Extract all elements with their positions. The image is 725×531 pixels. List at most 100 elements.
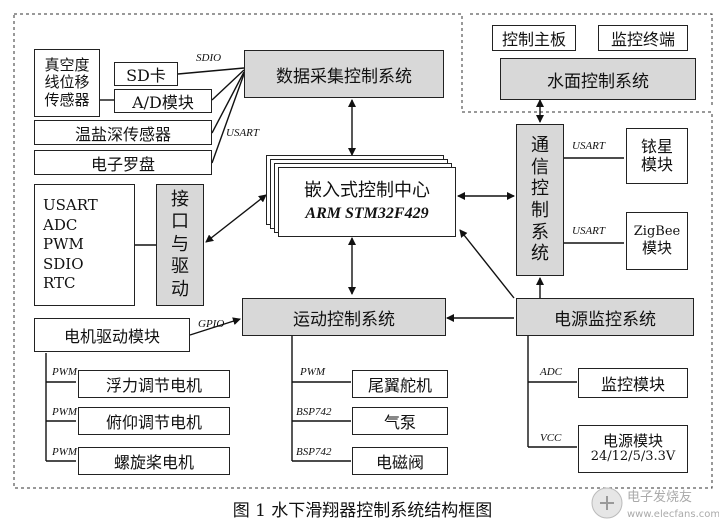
comm-char-6: 统 <box>531 243 549 265</box>
link-motor-branches <box>45 353 76 462</box>
thermo-sensor-block: 温盐深传感器 <box>34 120 212 145</box>
label-pwm-3: PWM <box>52 446 78 458</box>
interface-item-rtc: RTC <box>43 274 76 293</box>
interface-item-pwm: PWM <box>43 235 84 254</box>
data-acquisition-block: 数据采集控制系统 <box>244 50 444 98</box>
air-pump-block: 气泵 <box>352 407 448 435</box>
link-sdcard <box>177 67 245 75</box>
zigbee-module-block: ZigBee 模块 <box>626 212 688 270</box>
comm-char-2: 信 <box>531 156 549 178</box>
comm-control-block: 通 信 控 制 系 统 <box>516 124 564 276</box>
iridium-line-1: 铱星 <box>640 136 673 156</box>
motor-drive-block: 电机驱动模块 <box>34 318 190 352</box>
ad-module-block: A/D模块 <box>114 89 212 113</box>
power-monitor-block: 电源监控系统 <box>516 298 694 336</box>
buoyancy-motor-label: 浮力调节电机 <box>105 376 202 395</box>
iridium-module-block: 铱星 模块 <box>626 128 688 184</box>
zigbee-line-2: 模块 <box>641 238 672 257</box>
surface-control-label: 水面控制系统 <box>547 71 649 92</box>
pressure-sensor-line-2: 线位移 <box>44 73 90 92</box>
embedded-core-title: 嵌入式控制中心 <box>304 179 430 201</box>
control-board-block: 控制主板 <box>492 25 576 51</box>
propeller-motor-label: 螺旋桨电机 <box>113 453 194 472</box>
power-monitor-label: 电源监控系统 <box>554 309 656 330</box>
control-board-label: 控制主板 <box>501 30 566 49</box>
comm-char-4: 制 <box>531 200 549 221</box>
embedded-core-subtitle: ARM STM32F429 <box>305 204 429 222</box>
interface-item-adc: ADC <box>43 215 78 234</box>
label-sdio: SDIO <box>196 52 222 64</box>
label-gpio: GPIO <box>198 318 225 330</box>
interface-list-block: USART ADC PWM SDIO RTC <box>34 184 135 306</box>
watermark-logo-text: 电子发烧友 <box>627 489 692 505</box>
power-module-title: 电源模块 <box>602 431 663 450</box>
svg-text:www.elecfans.com: www.elecfans.com <box>627 509 719 520</box>
monitor-terminal-block: 监控终端 <box>598 25 688 51</box>
label-bsp-1: BSP742 <box>296 406 332 418</box>
ad-module-label: A/D模块 <box>132 93 194 112</box>
tail-rudder-label: 尾翼舵机 <box>367 376 432 395</box>
link-thermo <box>211 71 245 134</box>
sd-card-block: SD卡 <box>114 62 178 86</box>
label-adc: ADC <box>540 366 562 378</box>
comm-char-5: 系 <box>531 221 549 243</box>
interface-drive-char-2: 口 <box>171 211 189 233</box>
arrow-power-core <box>459 229 515 299</box>
dashed-boundary-surface <box>470 13 713 105</box>
surface-control-block: 水面控制系统 <box>500 58 696 100</box>
compass-label: 电子罗盘 <box>90 154 155 174</box>
thermo-sensor-label: 温盐深传感器 <box>74 124 171 144</box>
motion-control-label: 运动控制系统 <box>293 309 395 330</box>
comm-char-3: 控 <box>531 178 549 200</box>
link-comm-right <box>564 157 624 244</box>
motion-control-block: 运动控制系统 <box>242 298 446 336</box>
solenoid-label: 电磁阀 <box>375 453 424 472</box>
interface-drive-char-4: 驱 <box>171 256 189 278</box>
power-module-block: 电源模块 24/12/5/3.3V <box>578 425 688 473</box>
watermark-logo-icon: 电子发烧友 www.elecfans.com <box>591 487 720 520</box>
link-gpio <box>189 317 241 336</box>
link-compass <box>211 73 245 164</box>
solenoid-block: 电磁阀 <box>352 447 448 475</box>
interface-drive-char-3: 与 <box>171 233 189 255</box>
power-module-voltages: 24/12/5/3.3V <box>590 449 676 465</box>
arrow-interface-core <box>205 194 267 243</box>
tail-rudder-block: 尾翼舵机 <box>352 370 448 398</box>
comm-char-1: 通 <box>531 135 549 157</box>
interface-drive-block: 接 口 与 驱 动 <box>156 184 204 306</box>
link-power-branches <box>527 336 577 448</box>
propeller-motor-block: 螺旋桨电机 <box>78 447 230 475</box>
label-usart-left: USART <box>226 127 259 139</box>
pressure-sensor-line-1: 真空度 <box>44 56 90 75</box>
sd-card-label: SD卡 <box>126 66 166 85</box>
pitch-motor-label: 俯仰调节电机 <box>105 413 202 432</box>
interface-drive-char-1: 接 <box>171 188 189 210</box>
pressure-sensor-block: 真空度 线位移 传感器 <box>34 49 100 117</box>
monitor-module-label: 监控模块 <box>600 375 665 394</box>
pressure-sensor-line-3: 传感器 <box>44 90 90 109</box>
label-bsp-2: BSP742 <box>296 446 332 458</box>
label-pwm-tail: PWM <box>300 366 326 378</box>
label-pwm-1: PWM <box>52 366 78 378</box>
pitch-motor-block: 俯仰调节电机 <box>78 407 230 435</box>
motor-drive-label: 电机驱动模块 <box>63 327 160 346</box>
buoyancy-motor-block: 浮力调节电机 <box>78 370 230 398</box>
zigbee-line-1: ZigBee <box>633 223 681 239</box>
link-motion-branches <box>291 336 351 462</box>
elecfans-watermark: 电子发烧友 www.elecfans.com <box>589 481 720 525</box>
monitor-terminal-label: 监控终端 <box>610 30 675 49</box>
link-ad <box>211 69 245 101</box>
monitor-module-block: 监控模块 <box>578 368 688 398</box>
embedded-core-block: 嵌入式控制中心 ARM STM32F429 <box>278 167 456 237</box>
air-pump-label: 气泵 <box>383 413 416 432</box>
iridium-line-2: 模块 <box>640 155 673 174</box>
data-acquisition-label: 数据采集控制系统 <box>276 66 412 87</box>
label-usart-right-1: USART <box>572 140 605 152</box>
label-usart-right-2: USART <box>572 225 605 237</box>
compass-block: 电子罗盘 <box>34 150 212 175</box>
label-pwm-2: PWM <box>52 406 78 418</box>
interface-drive-char-5: 动 <box>171 278 189 300</box>
figure-caption: 图 1 水下滑翔器控制系统结构框图 <box>232 501 493 521</box>
label-vcc: VCC <box>540 432 562 444</box>
